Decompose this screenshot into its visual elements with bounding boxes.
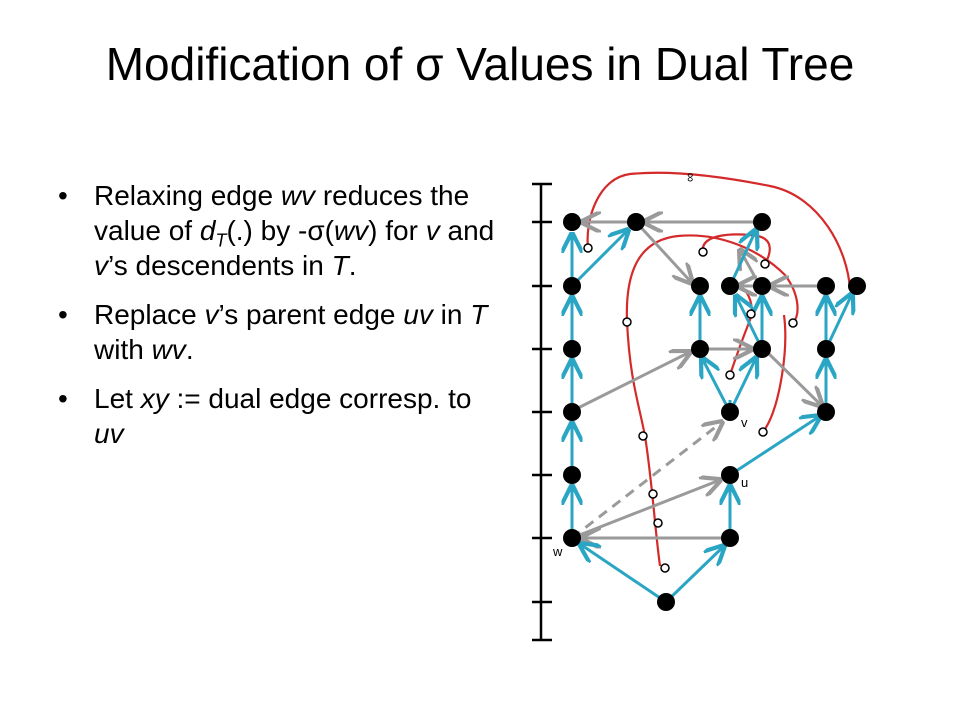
- bullet-text: Let xy := dual edge corresp. to uv: [94, 381, 499, 451]
- graph-node: [817, 340, 835, 358]
- bullet-run: Relaxing edge: [94, 180, 281, 211]
- bullet-item: • Replace v’s parent edge uv in T with wv…: [58, 297, 508, 367]
- dual-node: [622, 317, 632, 327]
- graph-node: [563, 466, 581, 484]
- bullet-run: v: [204, 299, 219, 330]
- graph-node: [817, 277, 835, 295]
- bullet-run: ) for: [368, 215, 426, 246]
- slide-title: Modification of σ Values in Dual Tree: [105, 38, 855, 90]
- bullet-run: d: [199, 215, 216, 246]
- dual-tree-edges: [586, 171, 852, 567]
- bullet-run: with: [94, 334, 152, 365]
- bullet-run: T: [215, 230, 227, 251]
- bullet-run: v: [425, 215, 440, 246]
- bullet-run: (.) by -σ(: [226, 215, 334, 246]
- bullet-dot: •: [58, 383, 68, 414]
- bullet-run: .: [348, 250, 357, 281]
- dual-node: [788, 318, 798, 328]
- bullet-run: := dual edge corresp. to: [168, 383, 472, 414]
- bullet-dot: •: [58, 180, 68, 211]
- graph-node: [721, 277, 739, 295]
- bullet-item: • Let xy := dual edge corresp. to uv: [58, 381, 508, 451]
- graph-node-v: [721, 403, 739, 421]
- bullet-run: T: [470, 299, 488, 330]
- label-w: w: [552, 544, 563, 559]
- label-infinity: ∞: [682, 173, 697, 182]
- bullet-run: uv: [403, 299, 433, 330]
- bullet-run: uv: [94, 418, 124, 449]
- graph-node-w: [563, 529, 581, 547]
- bullet-run: wv: [280, 180, 316, 211]
- bullet-run: and: [439, 215, 495, 246]
- primal-nodes: [563, 213, 866, 611]
- dual-nodes: [583, 243, 798, 573]
- dual-node: [583, 243, 593, 253]
- bullet-run: ’s parent edge: [218, 299, 404, 330]
- graph-node: [753, 340, 771, 358]
- bullet-run: xy: [140, 383, 169, 414]
- dual-node: [660, 563, 670, 573]
- ruler: [532, 182, 552, 642]
- graph-node: [563, 277, 581, 295]
- bullet-run: Let: [94, 383, 141, 414]
- bullet-run: v: [94, 250, 108, 281]
- bullet-text: Replace v’s parent edge uv in T with wv.: [94, 297, 499, 367]
- graph-node-u: [721, 466, 739, 484]
- graph-node: [563, 403, 581, 421]
- graph-node: [657, 593, 675, 611]
- bullet-run: wv: [333, 215, 369, 246]
- dual-node: [638, 431, 648, 441]
- graph-node: [848, 277, 866, 295]
- graph-node: [691, 340, 709, 358]
- bullet-run: in: [432, 299, 471, 330]
- dual-node: [725, 370, 735, 380]
- graph-node: [721, 529, 739, 547]
- graph-node: [753, 213, 771, 231]
- bullet-run: .: [185, 334, 194, 365]
- bullet-run: wv: [151, 334, 186, 365]
- bullet-run: T: [331, 250, 349, 281]
- bullet-dot: •: [58, 299, 68, 330]
- dual-node: [760, 259, 770, 269]
- bullet-list: • Relaxing edge wv reduces the value of d…: [58, 178, 508, 465]
- graph-node: [563, 213, 581, 231]
- bullet-run: ’s descendents in: [108, 250, 332, 281]
- bullet-run: Replace: [94, 299, 205, 330]
- bullet-text: Relaxing edge wv reduces the value of dT…: [94, 178, 499, 283]
- graph-node: [627, 213, 645, 231]
- graph-node: [753, 277, 771, 295]
- bullet-run: reduces the value of: [94, 180, 470, 246]
- dual-node: [698, 247, 708, 257]
- dual-node: [653, 518, 663, 528]
- dual-node: [758, 427, 768, 437]
- label-v: v: [741, 415, 748, 430]
- dual-node: [746, 309, 756, 319]
- graph-node: [817, 403, 835, 421]
- dual-node: [648, 489, 658, 499]
- label-u: u: [741, 475, 748, 490]
- bullet-item: • Relaxing edge wv reduces the value of d…: [58, 178, 508, 283]
- graph-node: [563, 340, 581, 358]
- gray-edges: [571, 222, 822, 538]
- graph-node: [691, 277, 709, 295]
